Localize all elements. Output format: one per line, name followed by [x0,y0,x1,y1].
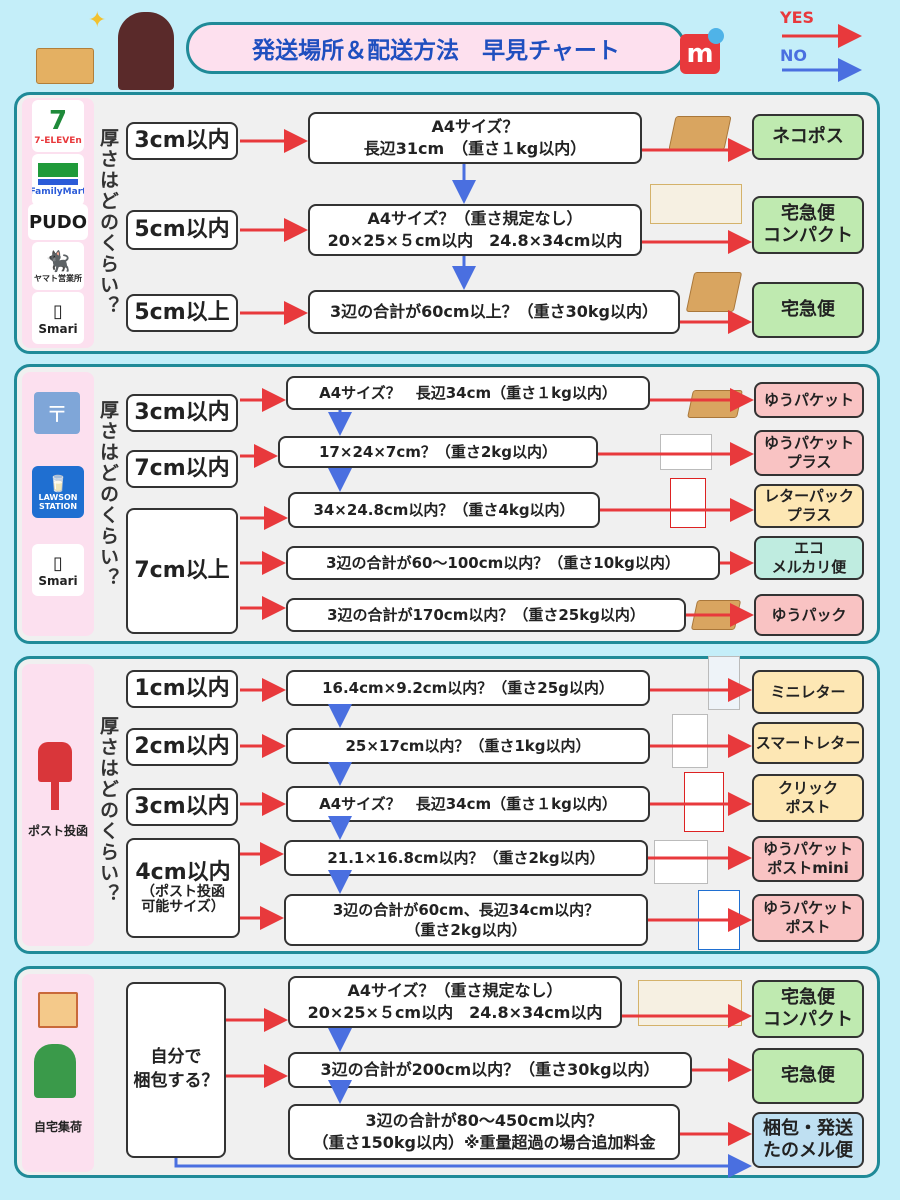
thickness-question-3: 厚さはどのくらい？ [97,716,119,905]
place-label-home-pickup: 自宅集荷 [33,1120,82,1134]
legend-no-label: NO [780,46,807,65]
person-icon [118,12,174,90]
result-nekopos: ネコポス [752,114,864,160]
question-p3-1: 16.4cm×9.2cm以内？（重さ25g以内） [286,670,650,706]
title-text: 発送場所＆配送方法 早見チャート [252,38,620,64]
question-p2-2: 17×24×7cm？（重さ2kg以内） [278,436,598,468]
question-p1-1: A4サイズ？長辺31cm （重さ１kg以内） [308,112,642,164]
place-label-post-box: ポスト投函 [27,824,88,838]
post-box-icon-stand [51,782,59,810]
lawson-station-logo: 🥛LAWSON STATION [32,466,84,518]
sparkle-icon: ✦ [88,8,107,33]
question-p3-2: 25×17cm以内？（重さ1kg以内） [286,728,650,764]
thickness-question-1: 厚さはどのくらい？ [97,128,119,317]
result-mini-letter: ミニレター [752,670,864,714]
thickness-7cm-2: 7cm以内 [126,450,238,488]
smart-letter-image [672,714,708,768]
yamato-logo: 🐈‍⬛ヤマト営業所 [32,242,84,290]
result-letterpack-plus: レターパックプラス [754,484,864,528]
smari-logo-1: ▯Smari [32,292,84,344]
packet-plus-image [660,434,712,470]
letterpack-image [670,478,706,528]
thickness-5cm-1: 5cm以内 [126,210,238,250]
thickness-question-2: 厚さはどのくらい？ [97,400,119,589]
post-box-icon [38,742,72,782]
compact-box-image-2 [638,980,742,1026]
question-p2-3: 34×24.8cm以内？（重さ4kg以内） [288,492,600,528]
house-icon [38,992,78,1028]
result-yu-packet: ゆうパケット [754,382,864,418]
self-pack-question: 自分で 梱包する？ [126,982,226,1158]
question-p2-4: 3辺の合計が60〜100cm以内？（重さ10kg以内） [286,546,720,580]
box-icon [36,48,94,84]
thickness-3cm-1: 3cm以内 [126,122,238,160]
thickness-1cm-3: 1cm以内 [126,670,238,708]
thickness-4cm-3: 4cm以内 （ポスト投函 可能サイズ） [126,838,240,938]
familymart-logo: FamilyMart [32,154,84,206]
no-arrows [174,58,862,1178]
question-p4-3: 3辺の合計が80〜450cm以内？（重さ150kg以内）※重量超過の場合追加料金 [288,1104,680,1160]
pudo-logo: PUDO [28,204,88,240]
packet-post-mini-image [654,840,708,884]
thickness-3cm-3: 3cm以内 [126,788,238,826]
question-p1-2: A4サイズ？（重さ規定なし）20×25×５cm以内 24.8×34cm以内 [308,204,642,256]
thickness-3cm-2: 3cm以内 [126,394,238,432]
question-p3-5: 3辺の合計が60cm、長辺34cm以内？（重さ2kg以内） [284,894,648,946]
result-takkyubin-1: 宅急便 [752,282,864,338]
question-p2-1: A4サイズ？ 長辺34cm（重さ１kg以内） [286,376,650,410]
mercari-icon: m [680,34,720,74]
result-yu-pack: ゆうパック [754,594,864,636]
smari-logo-2: ▯Smari [32,544,84,596]
result-yu-packet-post-mini: ゆうパケットポストmini [752,836,864,882]
result-takkyubin-2: 宅急便 [752,1048,864,1104]
question-p1-3: 3辺の合計が60cm以上？（重さ30kg以内） [308,290,680,334]
compact-box-image [650,184,742,224]
question-p4-1: A4サイズ？（重さ規定なし）20×25×５cm以内 24.8×34cm以内 [288,976,622,1028]
result-smart-letter: スマートレター [752,722,864,764]
result-takkyubin-compact-1: 宅急便コンパクト [752,196,864,254]
courier-icon [34,1044,76,1098]
click-post-image [684,772,724,832]
result-eco-mercari: エコメルカリ便 [754,536,864,580]
post-office-icon: 〒 [34,392,80,434]
result-tanomeru: 梱包・発送たのメル便 [752,1112,864,1168]
result-yu-packet-plus: ゆうパケットプラス [754,430,864,476]
yes-arrows [226,24,862,1146]
result-yu-packet-post: ゆうパケットポスト [752,894,864,942]
thickness-7cm-over-2: 7cm以上 [126,508,238,634]
thickness-2cm-3: 2cm以内 [126,728,238,766]
result-takkyubin-compact-2: 宅急便コンパクト [752,980,864,1038]
legend-yes-label: YES [780,8,815,27]
mercari-icon-dot [708,28,724,44]
question-p2-5: 3辺の合計が170cm以内？（重さ25kg以内） [286,598,686,632]
header-illustration: ✦ [28,8,178,90]
question-p4-2: 3辺の合計が200cm以内？（重さ30kg以内） [288,1052,692,1088]
result-click-post: クリックポスト [752,774,864,822]
thickness-5cm-over-1: 5cm以上 [126,294,238,332]
